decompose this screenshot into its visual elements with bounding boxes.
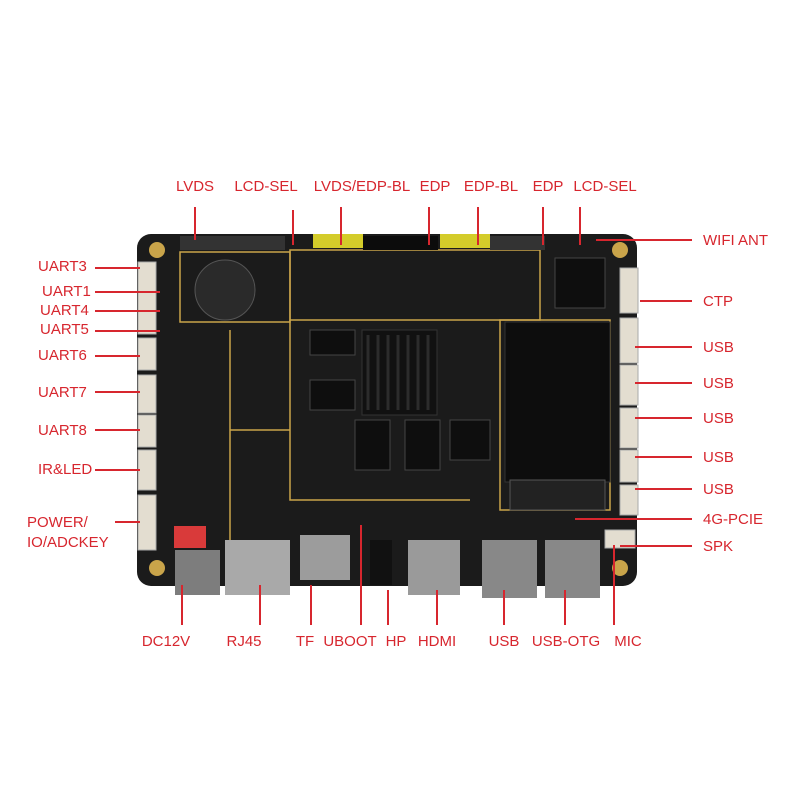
label-ctp: CTP (703, 293, 733, 310)
label-lvds-edp-bl: LVDS/EDP-BL (313, 178, 411, 195)
usb-otg-port (545, 540, 600, 598)
label-lvds: LVDS (175, 178, 215, 195)
mount-hole (149, 242, 165, 258)
label-mic: MIC (614, 633, 642, 650)
label-usb-1: USB (703, 339, 734, 356)
label-uart4: UART4 (40, 302, 89, 319)
rj45-jack (225, 540, 290, 595)
label-uart6: UART6 (38, 347, 87, 364)
chip (449, 419, 491, 461)
label-usb-4: USB (703, 449, 734, 466)
label-uart5: UART5 (40, 321, 89, 338)
lvds-header (180, 236, 285, 250)
mount-hole (612, 242, 628, 258)
bl-connector (313, 234, 363, 248)
chip (354, 419, 391, 471)
label-power: POWER/ (27, 514, 88, 531)
power-connector (174, 526, 206, 548)
label-uart1: UART1 (42, 283, 91, 300)
label-uboot: UBOOT (323, 633, 377, 650)
edp-header (363, 236, 438, 250)
callout-lines (95, 207, 692, 625)
label-dc12v: DC12V (141, 633, 191, 650)
hp-jack (370, 540, 392, 585)
chip (309, 379, 356, 411)
mini-pcie-card (504, 321, 611, 483)
label-hp: HP (385, 633, 407, 650)
mount-hole (612, 560, 628, 576)
label-hdmi: HDMI (417, 633, 457, 650)
label-tf: TF (295, 633, 315, 650)
mount-hole (149, 560, 165, 576)
trace-outline (229, 320, 470, 540)
label-spk: SPK (703, 538, 734, 555)
label-io-adckey: IO/ADCKEY (27, 534, 109, 551)
label-lcd-sel-2: LCD-SEL (573, 178, 637, 195)
pcie-slot (509, 479, 606, 511)
edp-bl-connector (440, 234, 490, 248)
label-uart3: UART3 (38, 258, 87, 275)
label-rj45: RJ45 (226, 633, 262, 650)
label-usb-3: USB (703, 410, 734, 427)
coin-battery (194, 259, 256, 321)
label-usb-5: USB (703, 481, 734, 498)
label-usb-bottom: USB (488, 633, 520, 650)
hdmi-port (408, 540, 460, 595)
chip (404, 419, 441, 471)
label-edp-bl: EDP-BL (463, 178, 519, 195)
chip (309, 329, 356, 356)
wifi-module (554, 257, 606, 309)
label-usb-otg: USB-OTG (531, 633, 601, 650)
label-uart8: UART8 (38, 422, 87, 439)
label-usb-2: USB (703, 375, 734, 392)
label-lcd-sel: LCD-SEL (234, 178, 298, 195)
label-uart7: UART7 (38, 384, 87, 401)
label-edp: EDP (419, 178, 451, 195)
tf-slot (300, 535, 350, 580)
label-4g-pcie: 4G-PCIE (703, 511, 764, 528)
edp-header-2 (490, 236, 545, 250)
label-edp-2: EDP (532, 178, 564, 195)
label-wifi-ant: WIFI ANT (703, 232, 768, 249)
label-ir-led: IR&LED (38, 461, 93, 478)
usb-port (482, 540, 537, 598)
